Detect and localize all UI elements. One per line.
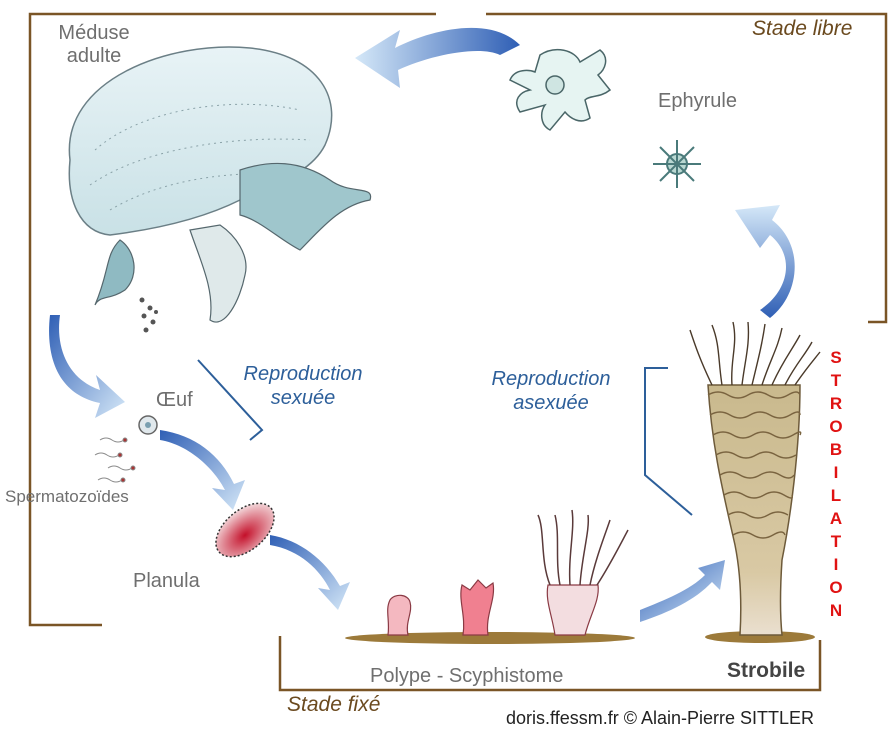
ephyrule-illustration xyxy=(510,50,610,130)
meduse-adulte-label: Méduse adulte xyxy=(44,22,144,68)
stade-fixe-label: Stade fixé xyxy=(287,693,380,717)
strob-letter: O xyxy=(826,576,846,599)
adult-jellyfish-illustration xyxy=(69,47,370,333)
strob-letter: T xyxy=(826,530,846,553)
strobilation-vertical-label: S T R O B I L A T I O N xyxy=(826,346,846,622)
meduse-line2: adulte xyxy=(44,45,144,68)
egg-sperm-illustration xyxy=(95,416,157,482)
asexuee-line2: asexuée xyxy=(466,391,636,415)
asexuee-line1: Reproduction xyxy=(466,367,636,391)
strob-letter: A xyxy=(826,507,846,530)
strob-letter: S xyxy=(826,346,846,369)
spermatozoides-label: Spermatozoïdes xyxy=(5,487,129,507)
meduse-line1: Méduse xyxy=(44,22,144,45)
small-ephyrule-illustration xyxy=(653,140,701,188)
strob-letter: R xyxy=(826,392,846,415)
planula-illustration xyxy=(206,493,284,567)
sexuee-line2: sexuée xyxy=(218,386,388,410)
ephyrule-label: Ephyrule xyxy=(658,90,737,113)
strobile-illustration xyxy=(690,322,820,635)
stade-libre-label: Stade libre xyxy=(752,17,852,41)
oeuf-label: Œuf xyxy=(156,389,193,412)
planula-label: Planula xyxy=(133,570,200,593)
reproduction-sexuee-label: Reproduction sexuée xyxy=(218,362,388,410)
strob-letter: L xyxy=(826,484,846,507)
polype-scyphistome-label: Polype - Scyphistome xyxy=(370,665,563,688)
strob-letter: N xyxy=(826,599,846,622)
polyp-illustrations xyxy=(388,510,628,635)
strob-letter: B xyxy=(826,438,846,461)
strob-letter: O xyxy=(826,415,846,438)
strobile-label: Strobile xyxy=(727,659,805,683)
sexuee-line1: Reproduction xyxy=(218,362,388,386)
strob-letter: I xyxy=(826,461,846,484)
reproduction-asexuee-label: Reproduction asexuée xyxy=(466,367,636,415)
strob-letter: I xyxy=(826,553,846,576)
strob-letter: T xyxy=(826,369,846,392)
credit-text: doris.ffessm.fr © Alain-Pierre SITTLER xyxy=(506,708,814,729)
